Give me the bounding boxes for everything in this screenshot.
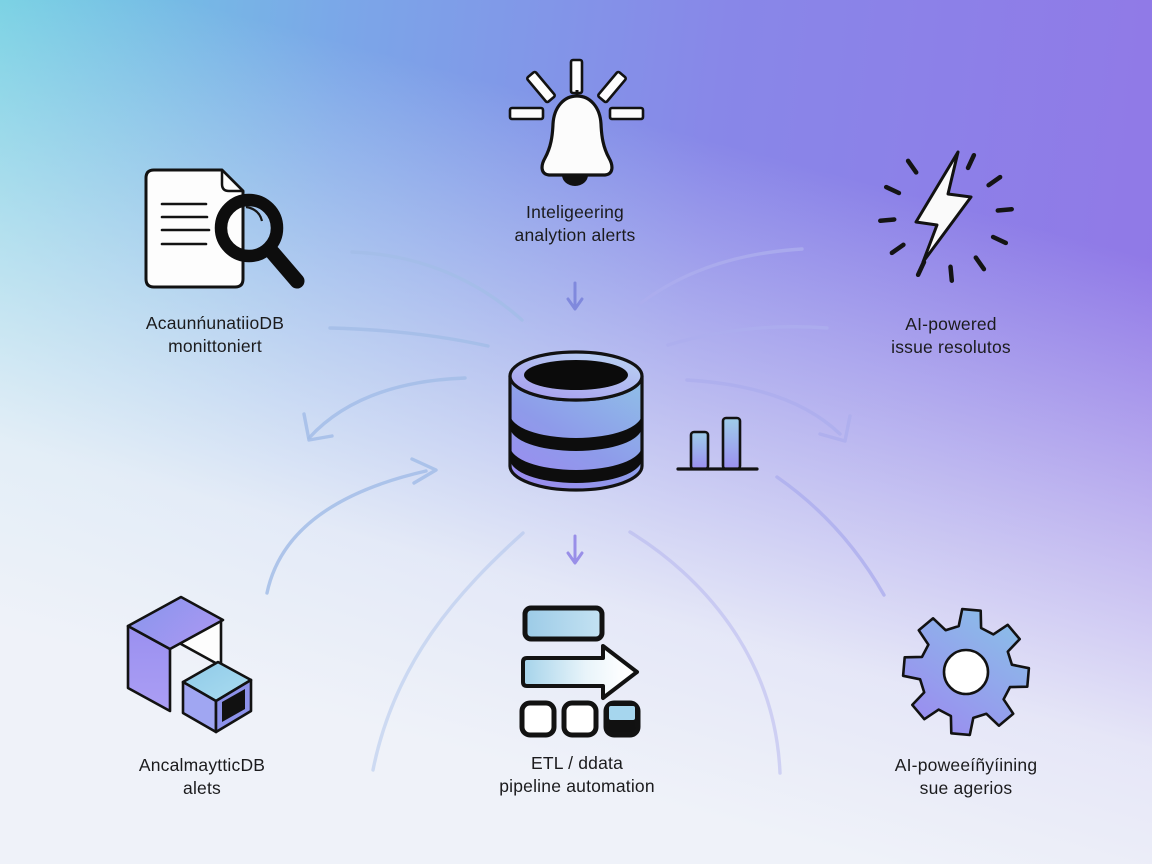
label-line: AI-poweeíñyíining: [894, 755, 1038, 775]
curved-arrow: [350, 250, 524, 322]
burst-ray: [973, 255, 987, 272]
label-db-monitoring: AcaunńunatiioDB monittoniert: [146, 312, 284, 358]
burst-ray: [965, 152, 977, 171]
curved-arrow: [666, 325, 829, 347]
arrowhead-icon: [410, 457, 438, 485]
curved-arrow: [628, 530, 782, 775]
label-line: monittoniert: [168, 336, 262, 356]
burst-ray: [889, 242, 906, 256]
bar-chart-icon: [676, 416, 759, 471]
curved-arrow: [307, 376, 467, 440]
pipeline-arrow: [521, 644, 639, 700]
gear-hole: [942, 648, 990, 696]
magnifier-lens: [214, 193, 284, 263]
burst-ray: [990, 234, 1009, 246]
document-text-lines: [160, 202, 211, 246]
curved-arrow: [639, 247, 804, 305]
label-intelligent-alerts: Inteligeering analytion alerts: [515, 201, 636, 247]
curved-arrow: [775, 475, 886, 597]
database-icon: [508, 350, 644, 492]
cube-window: [222, 689, 245, 722]
arrowhead-icon: [302, 412, 334, 442]
label-line: AncalmaytticDB: [138, 755, 266, 775]
isometric-boxes-icon: [126, 595, 253, 734]
burst-ray: [905, 158, 919, 175]
down-arrow-icon: [566, 281, 584, 311]
burst-ray: [878, 217, 897, 224]
label-ai-issue-resolution: AI-powered issue resolutos: [891, 313, 1011, 359]
database-opening: [524, 360, 628, 390]
label-line: pipeline automation: [499, 776, 655, 796]
curved-arrow: [685, 378, 842, 436]
pipeline-block-fill: [609, 706, 635, 720]
etl-pipeline-icon: [519, 605, 641, 738]
label-ai-agents: AI-poweeíñyíining sue agerios: [895, 754, 1038, 800]
bell-alert-icon: [508, 58, 645, 186]
label-analytics-db-alerts: AncalmaytticDB alets: [139, 754, 265, 800]
label-line: issue resolutos: [891, 337, 1011, 357]
burst-ray: [948, 264, 955, 283]
label-line: AcaunńunatiioDB: [145, 313, 285, 333]
down-arrow-icon: [566, 534, 584, 565]
bell-clapper: [562, 175, 588, 186]
label-line: analytion alerts: [514, 225, 636, 245]
curved-arrow: [265, 469, 428, 595]
curved-arrow: [371, 531, 525, 772]
database-band: [510, 446, 642, 483]
burst-rays: [878, 152, 1014, 283]
arrowhead-icon: [818, 414, 852, 443]
curved-arrow: [328, 326, 490, 348]
label-line: alets: [183, 778, 221, 798]
burst-ray: [995, 206, 1014, 213]
gear-icon: [901, 607, 1031, 737]
burst-ray: [883, 184, 902, 196]
burst-ray: [986, 174, 1003, 188]
connector-arrows: [265, 247, 886, 775]
label-line: Inteligeering: [526, 202, 624, 222]
lightning-burst-icon: [878, 150, 1014, 283]
document-magnifier-icon: [144, 168, 305, 289]
label-etl-pipeline: ETL / ddata pipeline automation: [499, 752, 655, 798]
magnifier-handle: [265, 245, 305, 289]
database-band: [510, 414, 642, 451]
label-line: ETL / ddata: [530, 753, 624, 773]
label-line: sue agerios: [919, 778, 1013, 798]
label-line: AI-powered: [905, 314, 997, 334]
burst-ray: [915, 259, 927, 278]
